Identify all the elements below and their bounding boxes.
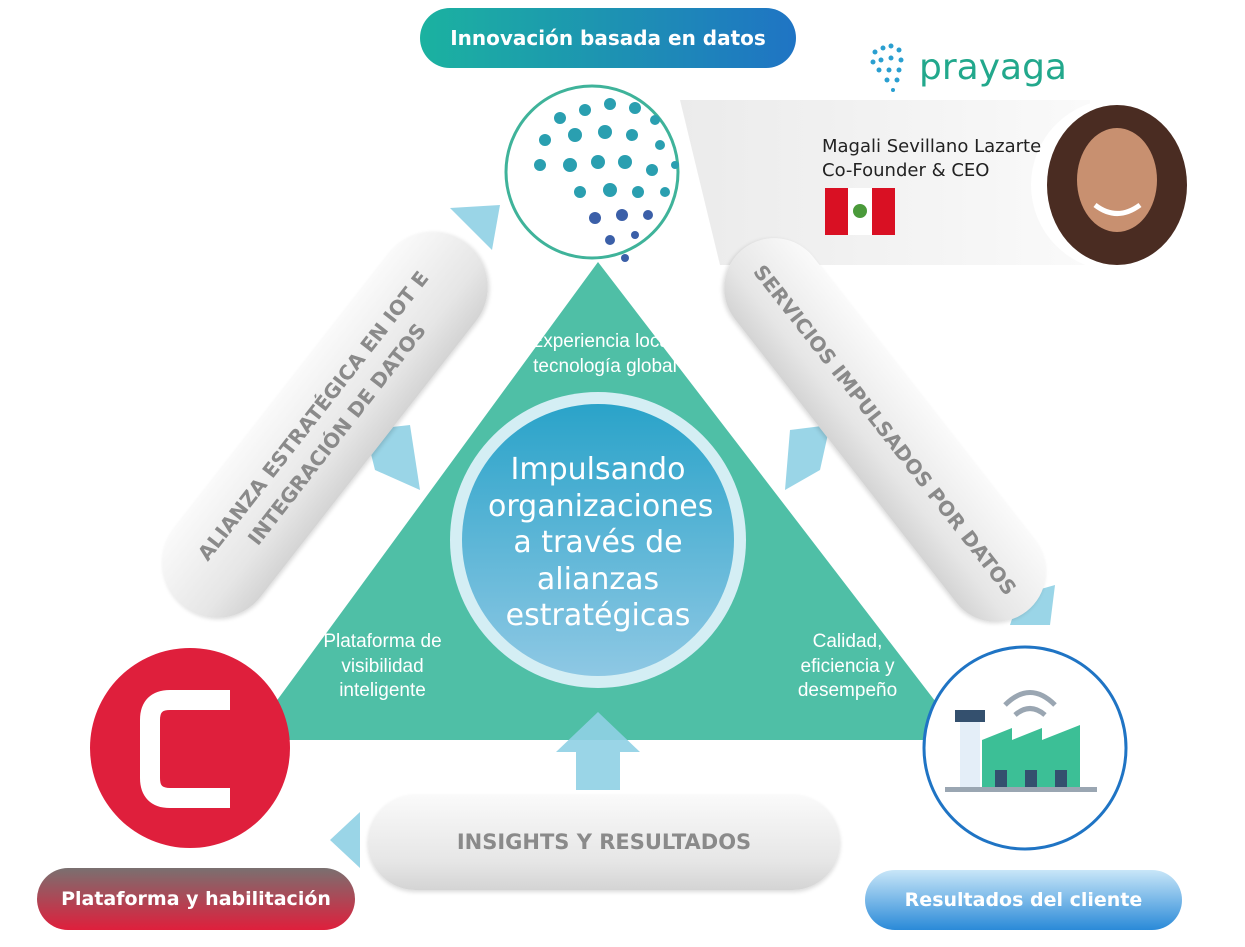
globe-network-icon (534, 98, 679, 262)
top-pill: Innovación basada en datos (420, 8, 796, 68)
center-circle (462, 404, 734, 676)
triangle-right-text: Calidad, eficiencia y desempeño (797, 631, 898, 702)
ceo-name: Magali Sevillano Lazarte (822, 136, 1042, 157)
prayaga-globe-icon (870, 43, 904, 92)
center-text: Impulsando organizaciones a través de al… (488, 452, 714, 634)
ceo-info: Magali Sevillano Lazarte Co-Founder & CE… (822, 135, 1041, 184)
arrow-left-bottom (330, 812, 360, 868)
bottom-band: INSIGHTS Y RESULTADOS (368, 795, 840, 890)
peru-flag-icon (825, 188, 895, 235)
c-logo-icon (140, 690, 230, 808)
platform-logo-circle (90, 648, 290, 848)
ceo-role: Co-Founder & CEO (822, 160, 990, 182)
triangle-top-text: Experiencia local, tecnología global (530, 331, 680, 377)
arrow-in-right (785, 425, 830, 490)
triangle-left-text: Plataforma de visibilidad inteligente (323, 631, 442, 702)
person-banner (680, 100, 1090, 265)
bottom-right-pill: Resultados del cliente (865, 870, 1182, 930)
factory-icon (945, 690, 1097, 792)
arrow-up-left (450, 205, 500, 250)
globe-circle (504, 84, 680, 260)
arrow-up-center (556, 712, 640, 790)
prayaga-logo: prayaga (865, 40, 1067, 95)
bottom-left-pill: Plataforma y habilitación (37, 868, 355, 930)
